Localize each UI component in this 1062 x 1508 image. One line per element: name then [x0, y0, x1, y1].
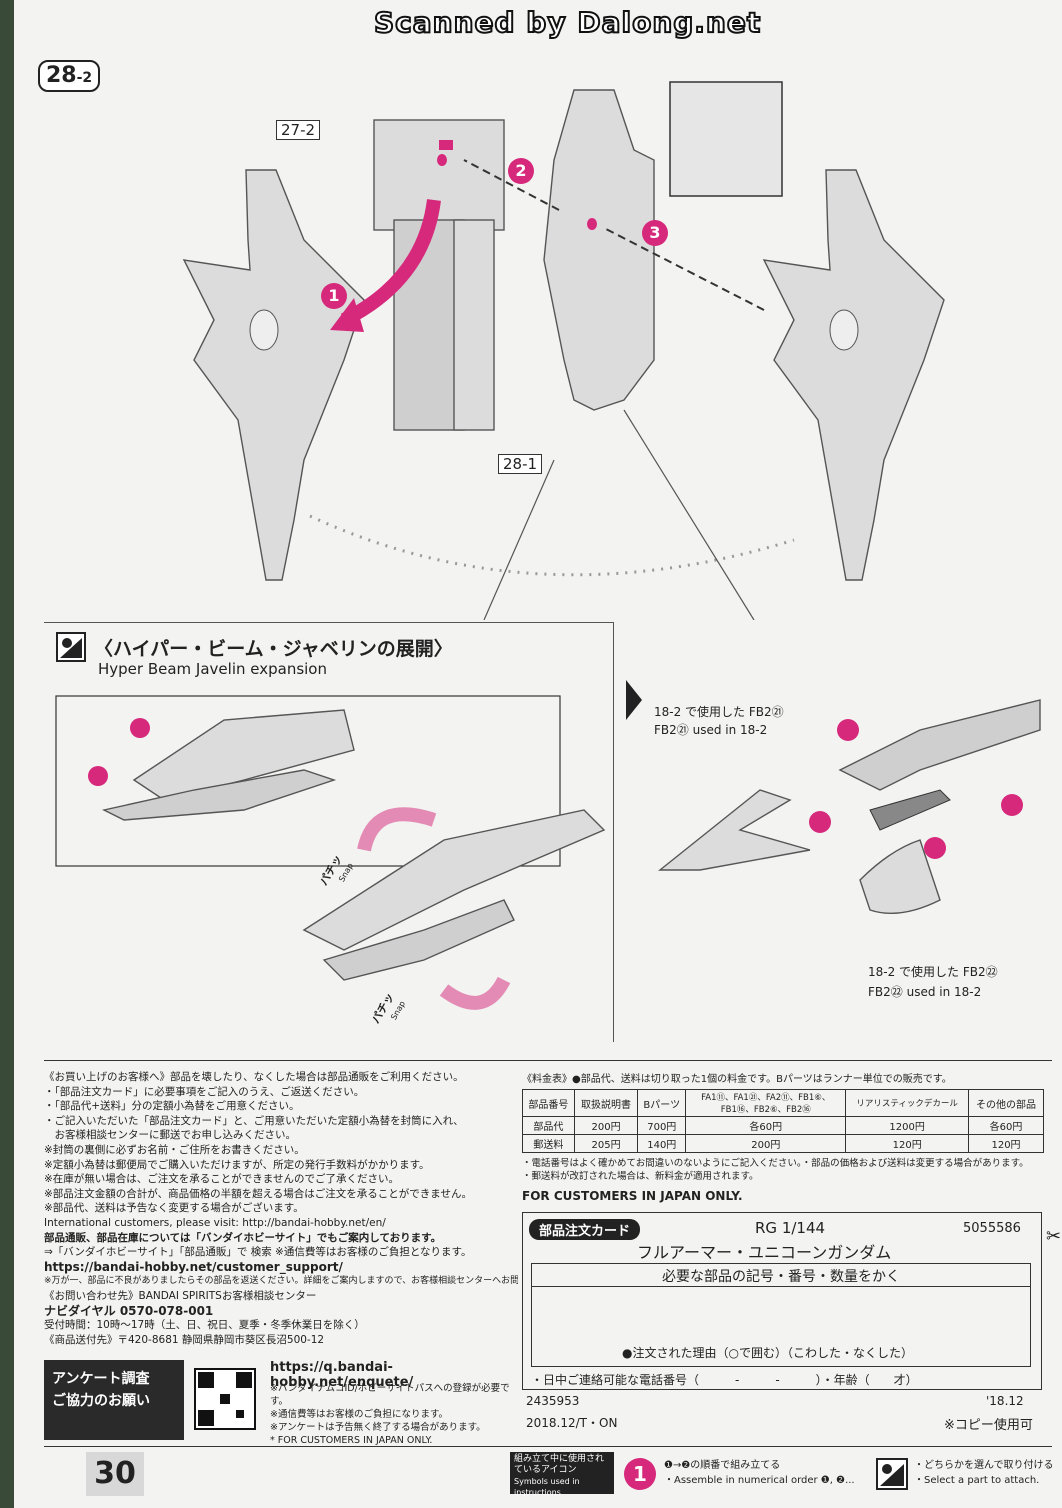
- expansion-section-frame: [44, 622, 614, 1042]
- fee-table: 部品番号 取扱説明書 Bパーツ FA1⑪、FA1㉑、FA2⑪、FB1⑥、FB1⑯…: [522, 1089, 1044, 1153]
- instruction-page: Scanned by Dalong.net 28-2: [14, 0, 1062, 1508]
- order-card-product: フルアーマー・ユニコーンガンダム: [637, 1243, 892, 1262]
- enquete-url[interactable]: https://q.bandai-hobby.net/enquete/: [270, 1360, 414, 1390]
- info-line: 《商品送付先》〒420-8681 静岡県静岡市葵区長沼500-12: [44, 1333, 325, 1346]
- info-divider: [44, 1060, 1052, 1061]
- info-line: ⇒「バンダイホビーサイト」「部品通販」で 検索 ※通信費等はお客様のご負担となり…: [44, 1246, 472, 1259]
- legend-select-icon: [876, 1458, 908, 1490]
- info-line: ※封筒の裏側に必ずお名前・ご住所をお書きください。: [44, 1143, 305, 1156]
- footer-divider: [44, 1446, 1052, 1447]
- dashed-arrow-3: [603, 227, 765, 311]
- info-line: お客様相談センターに郵送でお申し込みください。: [44, 1129, 296, 1142]
- blade-attach-illustration: [626, 680, 1041, 915]
- order-card-grade: RG 1/144: [755, 1219, 826, 1237]
- callout-1: 1: [321, 283, 347, 309]
- order-card-entry-box[interactable]: 必要な部品の記号・番号・数量をかく ●注文された理由（○で囲む）（こわした・なく…: [531, 1263, 1031, 1367]
- fee-section: 《料金表》●部品代、送料は切り取った1個の料金です。Bパーツはランナー単位での販…: [522, 1070, 1052, 1203]
- scissors-icon: ✂: [1046, 1226, 1062, 1247]
- gatling-part: [373, 119, 505, 431]
- fee-notes: ・電話番号はよく確かめてお間違いのないようにご記入ください。・部品の価格および送…: [522, 1158, 1029, 1182]
- dashed-arrow-2: [463, 159, 560, 211]
- order-card-tag: 部品注文カード: [529, 1219, 641, 1240]
- copy-ok-label: ※コピー使用可: [944, 1418, 1033, 1433]
- icon-legend-title: 組み立て中に使用されているアイコン Symbols used in instru…: [510, 1452, 614, 1497]
- info-line: ※定額小為替は郵便局でご購入いただけますが、所定の発行手数料がかかります。: [44, 1158, 430, 1171]
- info-line: 《お問い合わせ先》BANDAI SPIRITSお客様相談センター: [44, 1289, 317, 1302]
- order-card-phone: ・日中ご連絡可能な電話番号（ - - ）・年齢（ 才）: [531, 1373, 918, 1387]
- part-note-bottom-en: FB2㉒ used in 18-2: [868, 985, 982, 999]
- info-line: ・「部品代+送料」分の定額小為替をご用意ください。: [44, 1100, 300, 1113]
- support-url: https://bandai-hobby.net/customer_suppor…: [44, 1259, 343, 1274]
- javelin-part: [543, 89, 655, 411]
- fee-heading: 《料金表》●部品代、送料は切り取った1個の料金です。Bパーツはランナー単位での販…: [522, 1074, 952, 1085]
- info-line: 《お買い上げのお客様へ》部品を壊したり、なくした場合は部品通販をご利用ください。: [44, 1071, 464, 1083]
- order-card-year: '18.12: [986, 1394, 1024, 1408]
- legend-assemble: ❶→❷の順番で組み立てる ・Assemble in numerical orde…: [664, 1460, 855, 1486]
- info-line: ※部品代、送料は予告なく変更する場合がございます。: [44, 1202, 304, 1215]
- print-date: 2018.12/T・ON: [526, 1416, 618, 1430]
- info-line: ※万が一、部品に不良がありましたらその部品を返送ください。詳細をご案内しますので…: [44, 1276, 518, 1287]
- legend-step-icon: 1: [624, 1458, 656, 1490]
- dotted-transfer-arrow: [309, 514, 795, 577]
- enquete-block: アンケート調査 ご協力のお願い https://q.bandai-hobby.n…: [44, 1360, 518, 1446]
- page-number: 30: [86, 1452, 144, 1496]
- part-note-bottom-jp: 18-2 で使用した FB2㉒: [868, 965, 998, 979]
- section-subtitle: Hyper Beam Javelin expansion: [98, 660, 327, 678]
- left-shield-part: [182, 169, 365, 581]
- parts-order-card: 部品注文カード RG 1/144 5055586 フルアーマー・ユニコーンガンダ…: [522, 1212, 1042, 1390]
- rotate-arrow: [340, 199, 441, 327]
- ref-27-2: 27-2: [276, 120, 321, 140]
- detail-inset: [669, 81, 783, 197]
- step-number: 28: [46, 63, 77, 88]
- callout-2: 2: [508, 158, 534, 184]
- ref-28-1: 28-1: [498, 454, 543, 474]
- step-sub: -2: [76, 70, 93, 86]
- info-line: 受付時間：10時～17時（土、日、祝日、夏季・冬季休業日を除く）: [44, 1319, 365, 1332]
- assembly-illustration: [182, 81, 945, 620]
- info-line: ナビダイヤル 0570-078-001: [44, 1303, 214, 1318]
- order-card-reason: ●注文された理由（○で囲む）（こわした・なくした）: [622, 1346, 913, 1360]
- part-note-top-en: FB2㉑ used in 18-2: [654, 723, 768, 737]
- info-line: ※在庫が無い場合は、ご注文を承ることができませんのでご了承ください。: [44, 1173, 399, 1186]
- info-line: ※部品注文金額の合計が、商品価格の半額を超える場合はご注文を承ることができません…: [44, 1187, 472, 1200]
- info-line: International customers, please visit: h…: [44, 1216, 386, 1229]
- order-card-instruction: 必要な部品の記号・番号・数量をかく: [662, 1269, 900, 1285]
- part-note-top-jp: 18-2 で使用した FB2㉑: [654, 705, 784, 719]
- step-number-badge: 28-2: [38, 60, 100, 92]
- section-title: 〈ハイパー・ビーム・ジャベリンの展開〉: [94, 638, 453, 660]
- info-line: 部品通販、部品在庫については「バンダイホビーサイト」でもご案内しております。: [44, 1231, 442, 1244]
- right-shield-part: [762, 169, 945, 581]
- optional-step-icon: [56, 632, 86, 662]
- expansion-illustration: [55, 695, 606, 1010]
- legend-select: ・どちらかを選んで取り付ける ・Select a part to attach.: [914, 1460, 1054, 1486]
- japan-only-label: FOR CUSTOMERS IN JAPAN ONLY.: [522, 1189, 743, 1203]
- scanner-watermark: Scanned by Dalong.net: [373, 5, 762, 40]
- customer-info: 《お買い上げのお客様へ》部品を壊したり、なくした場合は部品通販をご利用ください。…: [44, 1070, 518, 1347]
- qr-code: [194, 1368, 256, 1430]
- order-card-serial: 2435953: [526, 1394, 580, 1408]
- enquete-title: アンケート調査 ご協力のお願い: [44, 1360, 256, 1440]
- info-line: ・ご記入いただいた「部品注文カード」と、ご用意いただいた定額小為替を封筒に入れ、: [44, 1114, 464, 1127]
- callout-3: 3: [642, 220, 668, 246]
- enquete-notes: ※バンダイナムコID/ホビーサイトパスへの登録が必要です。 ※通信費等はお客様の…: [270, 1383, 510, 1446]
- info-line: ・「部品注文カード」に必要事項をご記入のうえ、ご返送ください。: [44, 1085, 365, 1098]
- order-card-code: 5055586: [963, 1221, 1021, 1236]
